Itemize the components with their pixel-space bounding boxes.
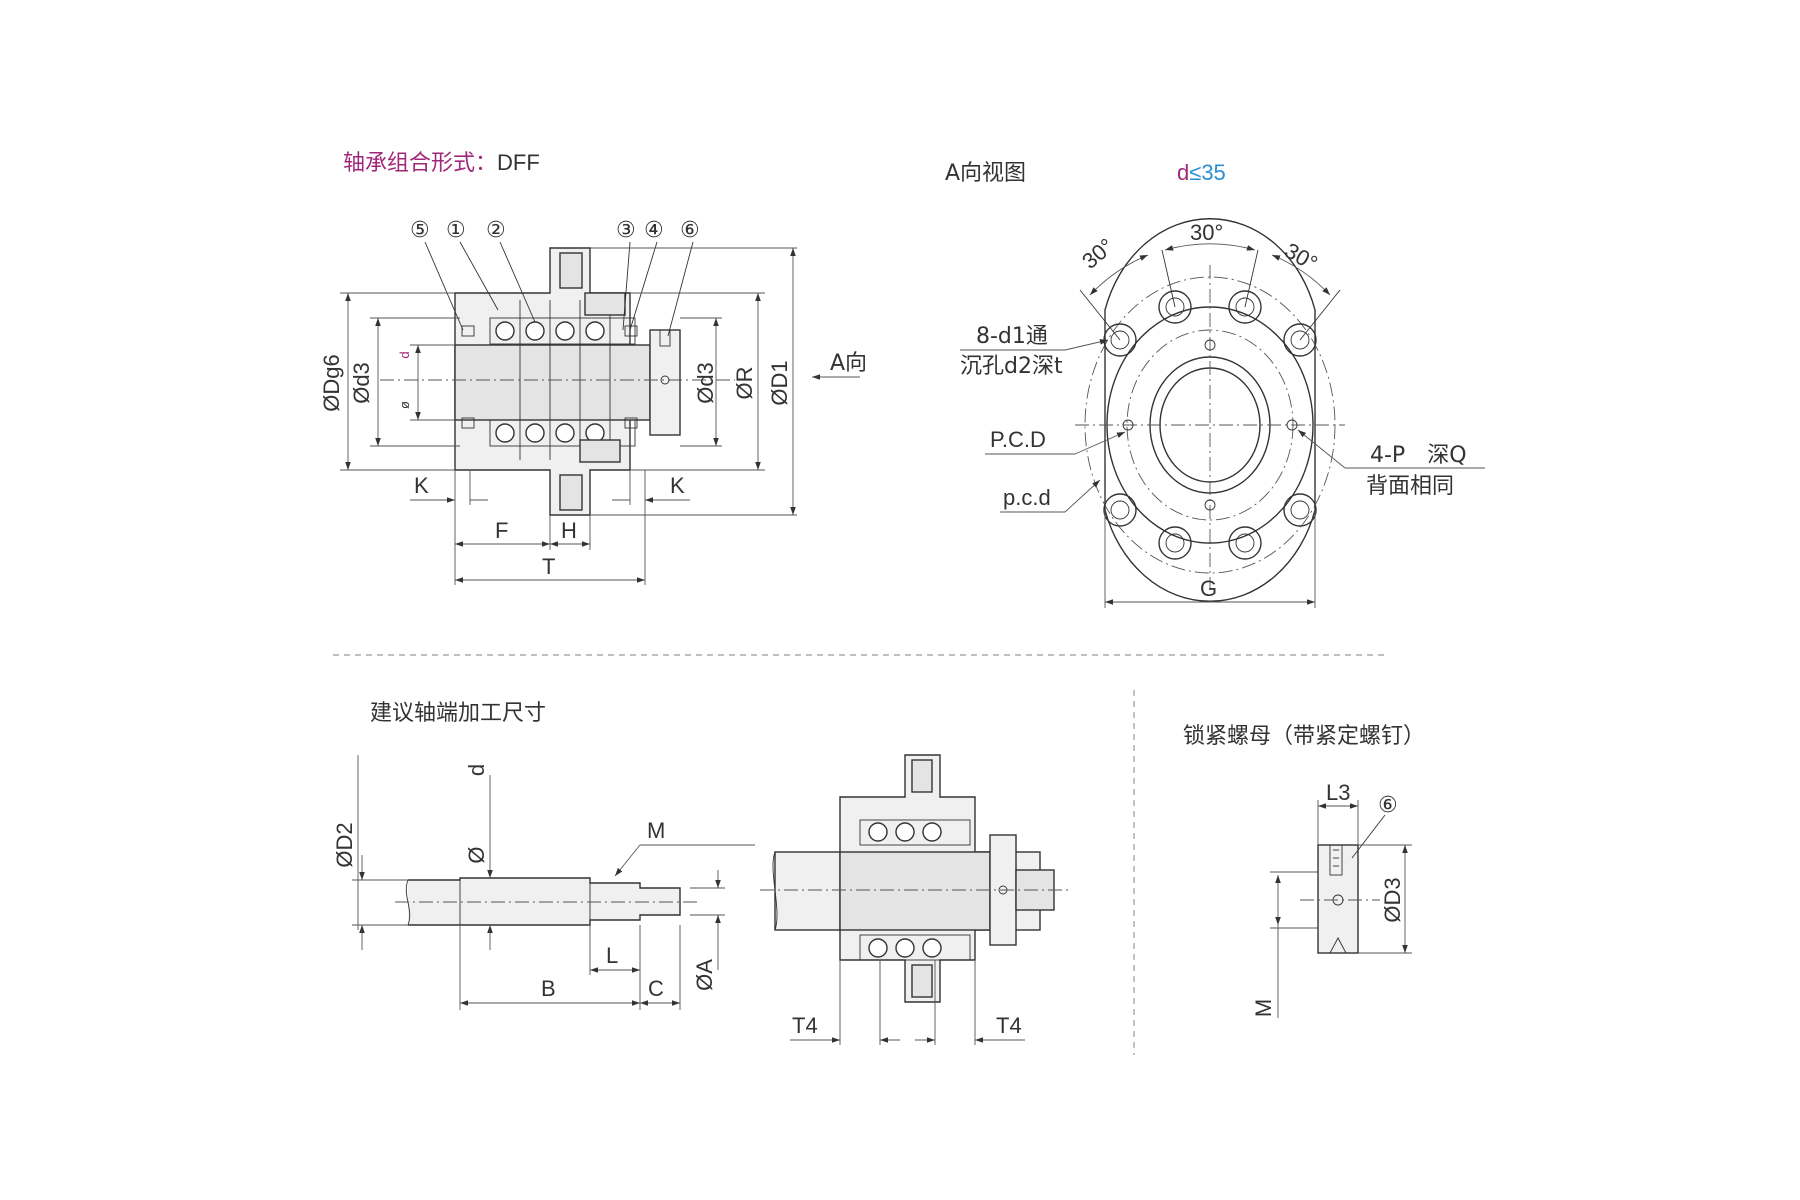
part-number-2: ② xyxy=(486,218,506,243)
bearing-rows xyxy=(461,300,638,460)
section-view: 轴承组合形式：DFF xyxy=(319,150,867,585)
dim-f: F xyxy=(495,518,508,543)
a-view-title: A向视图 xyxy=(945,161,1026,186)
dim-d1: ØD1 xyxy=(767,360,792,405)
part-number-1: ① xyxy=(446,218,466,243)
tapped-holes xyxy=(1122,339,1298,511)
lock-nut-body xyxy=(1317,844,1359,954)
holes-callout-line2: 沉孔d2深t xyxy=(960,354,1063,379)
dim-a: ØA xyxy=(692,959,717,991)
dim-k-right: K xyxy=(670,473,685,498)
angle-30-left: 30° xyxy=(1077,233,1119,274)
dim-g: G xyxy=(1200,576,1217,601)
shaft-body xyxy=(408,877,681,926)
dim-d3-left: Ød3 xyxy=(349,362,374,404)
dim-d-small: d xyxy=(397,351,412,358)
angle-30-mid: 30° xyxy=(1190,220,1223,245)
dim-h: H xyxy=(561,518,577,543)
dim-t4-right: T4 xyxy=(996,1013,1022,1038)
pcd-lower-label: p.c.d xyxy=(1003,485,1051,510)
dim-phi: Ø xyxy=(464,846,489,863)
part-number-4: ④ xyxy=(644,218,664,243)
dim-phi-small: ø xyxy=(397,401,412,409)
angle-30-right: 30° xyxy=(1281,238,1322,276)
dim-d-magenta: d xyxy=(464,764,489,776)
dim-b: B xyxy=(541,976,556,1001)
part-number-6: ⑥ xyxy=(680,218,700,243)
lock-nut xyxy=(649,329,681,436)
lock-nut-view: 锁紧螺母（带紧定螺钉） L3 ⑥ ØD3 M xyxy=(1183,724,1425,1018)
holes-callout-line1: 8-d1通 xyxy=(976,324,1048,349)
dim-l3: L3 xyxy=(1326,780,1350,805)
shaft-bore xyxy=(454,344,651,421)
direction-a-label: A向 xyxy=(830,351,867,376)
dim-m-nut: M xyxy=(1251,999,1276,1017)
counterbored-holes xyxy=(1103,290,1317,560)
dim-d3-nut: ØD3 xyxy=(1380,877,1405,922)
size-condition: d≤35 xyxy=(1177,160,1226,185)
dim-d3-right: Ød3 xyxy=(693,362,718,404)
part-number-3: ③ xyxy=(616,218,636,243)
shaft-end-title: 建议轴端加工尺寸 xyxy=(370,701,546,726)
pcd-upper-label: P.C.D xyxy=(990,427,1046,452)
dim-d2: ØD2 xyxy=(332,822,357,867)
lock-nut-part-6: ⑥ xyxy=(1378,793,1398,818)
dim-t4-left: T4 xyxy=(792,1013,818,1038)
dim-m: M xyxy=(647,818,665,843)
dim-r: ØR xyxy=(732,367,757,400)
dim-l: L xyxy=(606,943,618,968)
tap-callout-line1: 4-P 深Q xyxy=(1370,443,1467,468)
shaft-end-view: 建议轴端加工尺寸 ØD2 d Ø M ØA L B C xyxy=(332,701,1070,1045)
dim-c: C xyxy=(648,976,664,1001)
a-direction-view: A向视图 d≤35 xyxy=(945,160,1485,608)
tap-callout-line2: 背面相同 xyxy=(1366,474,1454,499)
part-number-5: ⑤ xyxy=(410,218,430,243)
dim-k-left: K xyxy=(414,473,429,498)
bearing-combo-title: 轴承组合形式：DFF xyxy=(343,150,540,176)
lock-nut-title: 锁紧螺母（带紧定螺钉） xyxy=(1183,724,1425,749)
dim-t: T xyxy=(542,554,555,579)
dim-dg6: ØDg6 xyxy=(319,354,344,411)
